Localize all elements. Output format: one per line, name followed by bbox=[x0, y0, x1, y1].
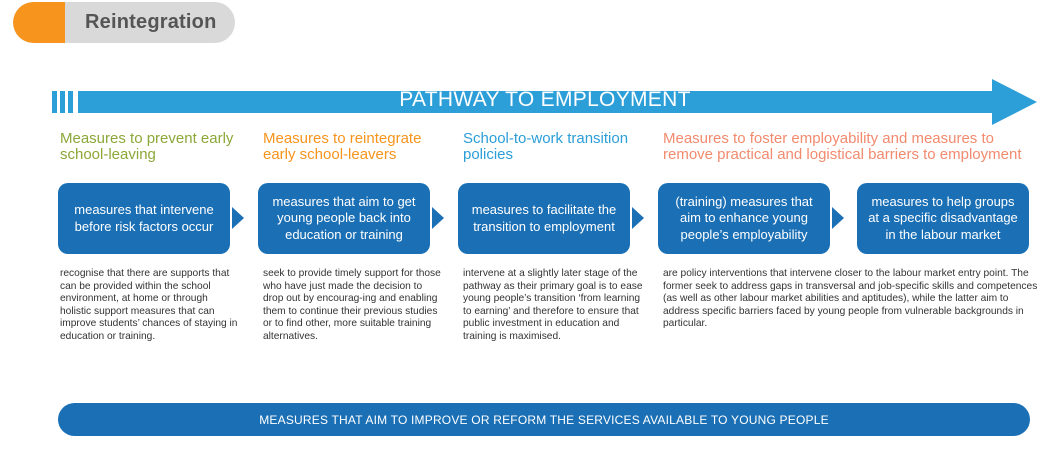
measure-text: measures to help groups at a specific di… bbox=[868, 193, 1018, 242]
section-label: Reintegration bbox=[85, 11, 217, 33]
measure-box-employability: (training) measures that aim to enhance … bbox=[658, 183, 830, 254]
arrow-tail-stripe-2 bbox=[60, 91, 65, 113]
section-pill: Reintegration bbox=[13, 2, 235, 43]
services-bar-text: MEASURES THAT AIM TO IMPROVE OR REFORM T… bbox=[259, 412, 829, 427]
measure-text: measures to facilitate the transition to… bbox=[471, 202, 617, 234]
description-employability: are policy interventions that intervene … bbox=[663, 268, 1038, 330]
measure-box-disadvantage: measures to help groups at a specific di… bbox=[857, 183, 1029, 254]
arrow-head bbox=[992, 79, 1037, 125]
chevron-right-icon bbox=[232, 207, 244, 229]
pathway-arrow bbox=[52, 79, 1037, 125]
chevron-right-icon bbox=[432, 207, 444, 229]
description-transition: intervene at a slightly later stage of t… bbox=[463, 268, 643, 342]
category-prevent-early-leaving: Measures to prevent early school-leaving bbox=[60, 130, 234, 163]
arrow-tail-stripe-1 bbox=[52, 91, 57, 113]
arrow-tail-stripe-3 bbox=[68, 91, 73, 113]
services-bar: MEASURES THAT AIM TO IMPROVE OR REFORM T… bbox=[58, 403, 1030, 436]
measure-text: measures that intervene before risk fact… bbox=[74, 202, 214, 234]
arrow-shaft bbox=[78, 91, 993, 113]
measure-box-back-to-education: measures that aim to get young people ba… bbox=[258, 183, 430, 254]
description-prevent: recognise that there are supports that c… bbox=[60, 268, 238, 342]
chevron-right-icon bbox=[832, 207, 844, 229]
chevron-right-icon bbox=[632, 207, 644, 229]
measure-text: (training) measures that aim to enhance … bbox=[675, 193, 813, 242]
description-reintegrate: seek to provide timely support for those… bbox=[263, 268, 441, 342]
pill-accent bbox=[13, 2, 65, 43]
arrow-title: PATHWAY TO EMPLOYMENT bbox=[399, 88, 691, 111]
category-school-to-work: School-to-work transition policies bbox=[463, 130, 629, 163]
measure-box-transition: measures to facilitate the transition to… bbox=[458, 183, 630, 254]
category-employability: Measures to foster employability and mea… bbox=[663, 130, 1022, 163]
measure-box-intervene: measures that intervene before risk fact… bbox=[58, 183, 230, 254]
measure-text: measures that aim to get young people ba… bbox=[272, 193, 416, 242]
category-reintegrate: Measures to reintegrate early school-lea… bbox=[263, 130, 422, 163]
